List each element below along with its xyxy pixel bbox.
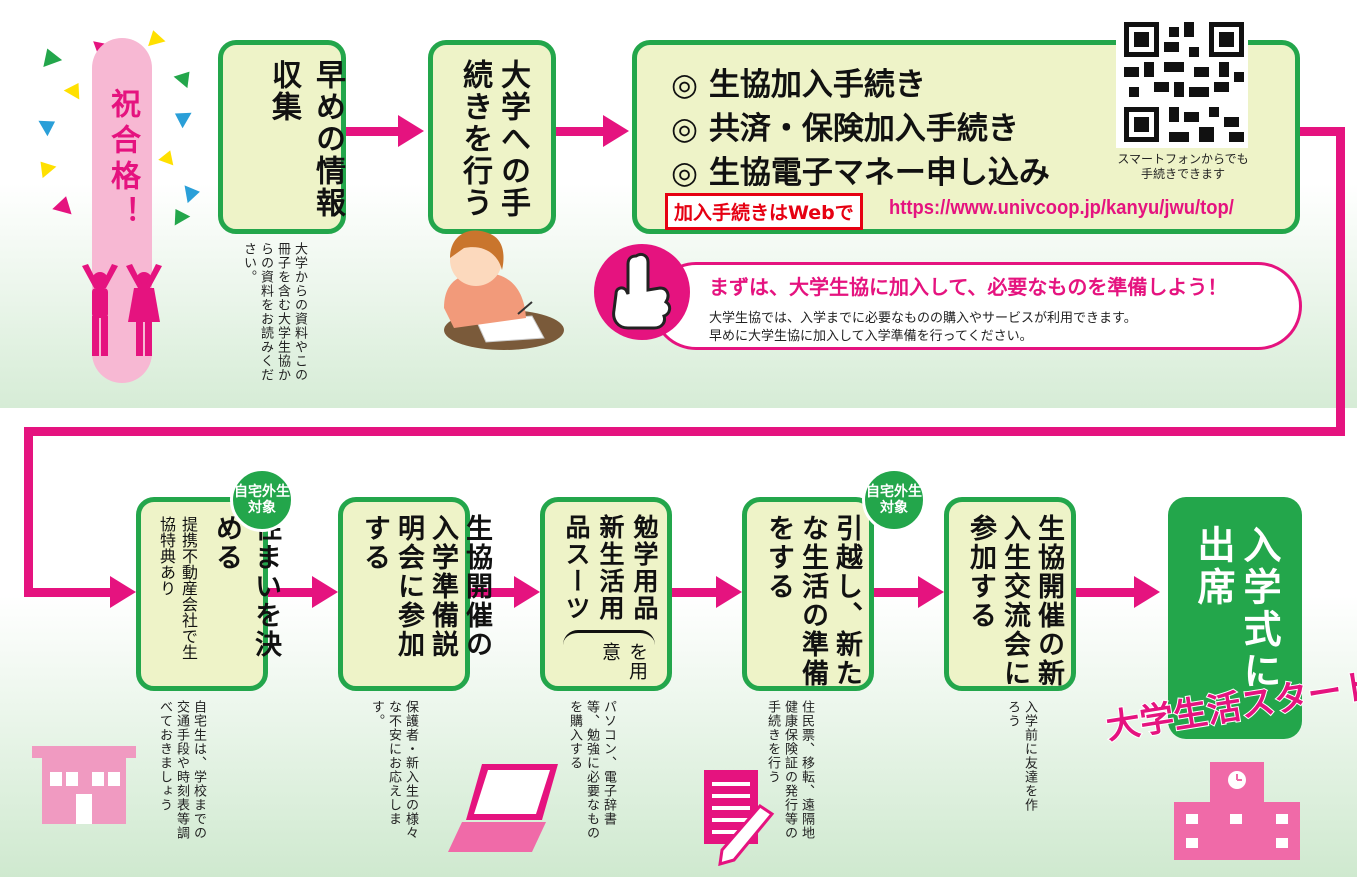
badge-line2: 対象 (248, 500, 276, 516)
final-step-ceremony: 入学式に出席 (1168, 497, 1302, 739)
coop-item-3: ◎ 生協電子マネー申し込み (671, 155, 1050, 191)
qr-caption-line1: スマートフォンからでも (1117, 152, 1249, 166)
step-caption: 住民票、移転、遠隔地健康保険証の発行等の手続きを行う (765, 700, 814, 840)
web-label: 加入手続きはWebで (665, 193, 863, 230)
flow-arrow-5 (514, 576, 540, 608)
badge-off-campus: 自宅外生対象 (230, 468, 294, 532)
document-pencil-icon (704, 770, 775, 866)
step-title: 住まいを決める (211, 514, 281, 659)
step-caption: 大学からの資料やこの冊子を含む大学生協からの資料をお読みください。 (241, 242, 307, 382)
notice-line1: 大学生協では、入学までに必要なものの購入やサービスが利用できます。 (709, 311, 1137, 326)
step-sub: 提携不動産会社で生協特典あり (157, 516, 198, 660)
flow-line-1 (346, 127, 401, 136)
house-icon (32, 746, 136, 824)
notice-title: まずは、大学生協に加入して、必要なものを準備しよう！ (709, 275, 1228, 299)
school-building-icon (1174, 762, 1300, 860)
step-sub: を用意 (599, 642, 648, 680)
step-housing: 住まいを決める 提携不動産会社で生協特典あり (136, 497, 281, 691)
final-title: 入学式に出席 (1191, 525, 1281, 693)
flow-arrow-2 (603, 115, 629, 147)
notice-box: まずは、大学生協に加入して、必要なものを準備しよう！ 大学生協では、入学までに必… (652, 262, 1302, 350)
step-title: 生協開催の入学準備説明会に参加する (359, 514, 492, 659)
flow-arrow-7 (918, 576, 944, 608)
flow-line-9 (468, 588, 518, 597)
flow-line-11 (872, 588, 922, 597)
student-writing-icon (444, 230, 564, 350)
step-caption: パソコン、電子辞書等、勉強に必要なものを購入する (567, 700, 616, 840)
flow-line-6 (24, 427, 33, 597)
finger-pointing-hand (612, 252, 672, 330)
step-supplies: 勉学用品新生活用品スーツ を用意 (540, 497, 672, 691)
qr-caption: スマートフォンからでも 手続きできます (1106, 152, 1260, 182)
step-title: 大学への手続きを行う (457, 59, 530, 219)
flow-line-12 (1074, 588, 1136, 597)
flow-line-2 (556, 127, 606, 136)
step-caption: 自宅生は、学校までの交通手段や時刻表等調べておきましょう (157, 700, 206, 840)
flow-line-4 (1336, 127, 1345, 436)
flow-arrow-1 (398, 115, 424, 147)
step-prep-seminar: 生協開催の入学準備説明会に参加する (338, 497, 492, 691)
coop-url-link[interactable]: https://www.univcoop.jp/kanyu/jwu/top/ (889, 197, 1234, 219)
flow-line-8 (266, 588, 316, 597)
flow-line-10 (670, 588, 720, 597)
badge-line2: 対象 (880, 500, 908, 516)
flow-line-5 (24, 427, 1345, 436)
flow-arrow-3 (110, 576, 136, 608)
laptop-icon (448, 764, 558, 852)
badge-line1: 自宅外生 (234, 484, 290, 500)
flow-arrow-4 (312, 576, 338, 608)
step-title: 生協開催の新入生交流会に参加する (965, 514, 1064, 688)
flow-line-7 (24, 588, 114, 597)
flow-line-3 (1300, 127, 1345, 136)
notice-line2: 早めに大学生協に加入して入学準備を行ってください。 (709, 329, 1033, 344)
step-moving: 引越し、新たな生活の準備をする (742, 497, 874, 691)
step-university-procedure: 大学への手続きを行う (428, 40, 556, 234)
step-title: 勉学用品新生活用品スーツ (562, 514, 659, 622)
step-title: 引越し、新たな生活の準備をする (763, 514, 862, 688)
step-caption: 保護者・新入生の様々な不安にお応えします。 (369, 700, 418, 840)
step-title: 早めの情報収集 (266, 59, 345, 219)
coop-item-1: ◎ 生協加入手続き (671, 67, 926, 103)
coop-item-2: ◎ 共済・保険加入手続き (671, 111, 1019, 147)
step-caption: 入学前に友達を作ろう (1005, 700, 1037, 812)
step-early-info: 早めの情報収集 (218, 40, 346, 234)
qr-code-icon (1124, 22, 1244, 142)
brace-icon (563, 630, 655, 645)
flow-arrow-8 (1134, 576, 1160, 608)
step-freshman-mixer: 生協開催の新入生交流会に参加する (944, 497, 1076, 691)
person-cheering-icon (82, 264, 162, 356)
flow-arrow-6 (716, 576, 742, 608)
badge-line1: 自宅外生 (866, 484, 922, 500)
celebration-text: 祝合格！ (105, 88, 140, 232)
qr-caption-line2: 手続きできます (1140, 167, 1225, 181)
badge-off-campus: 自宅外生対象 (862, 468, 926, 532)
